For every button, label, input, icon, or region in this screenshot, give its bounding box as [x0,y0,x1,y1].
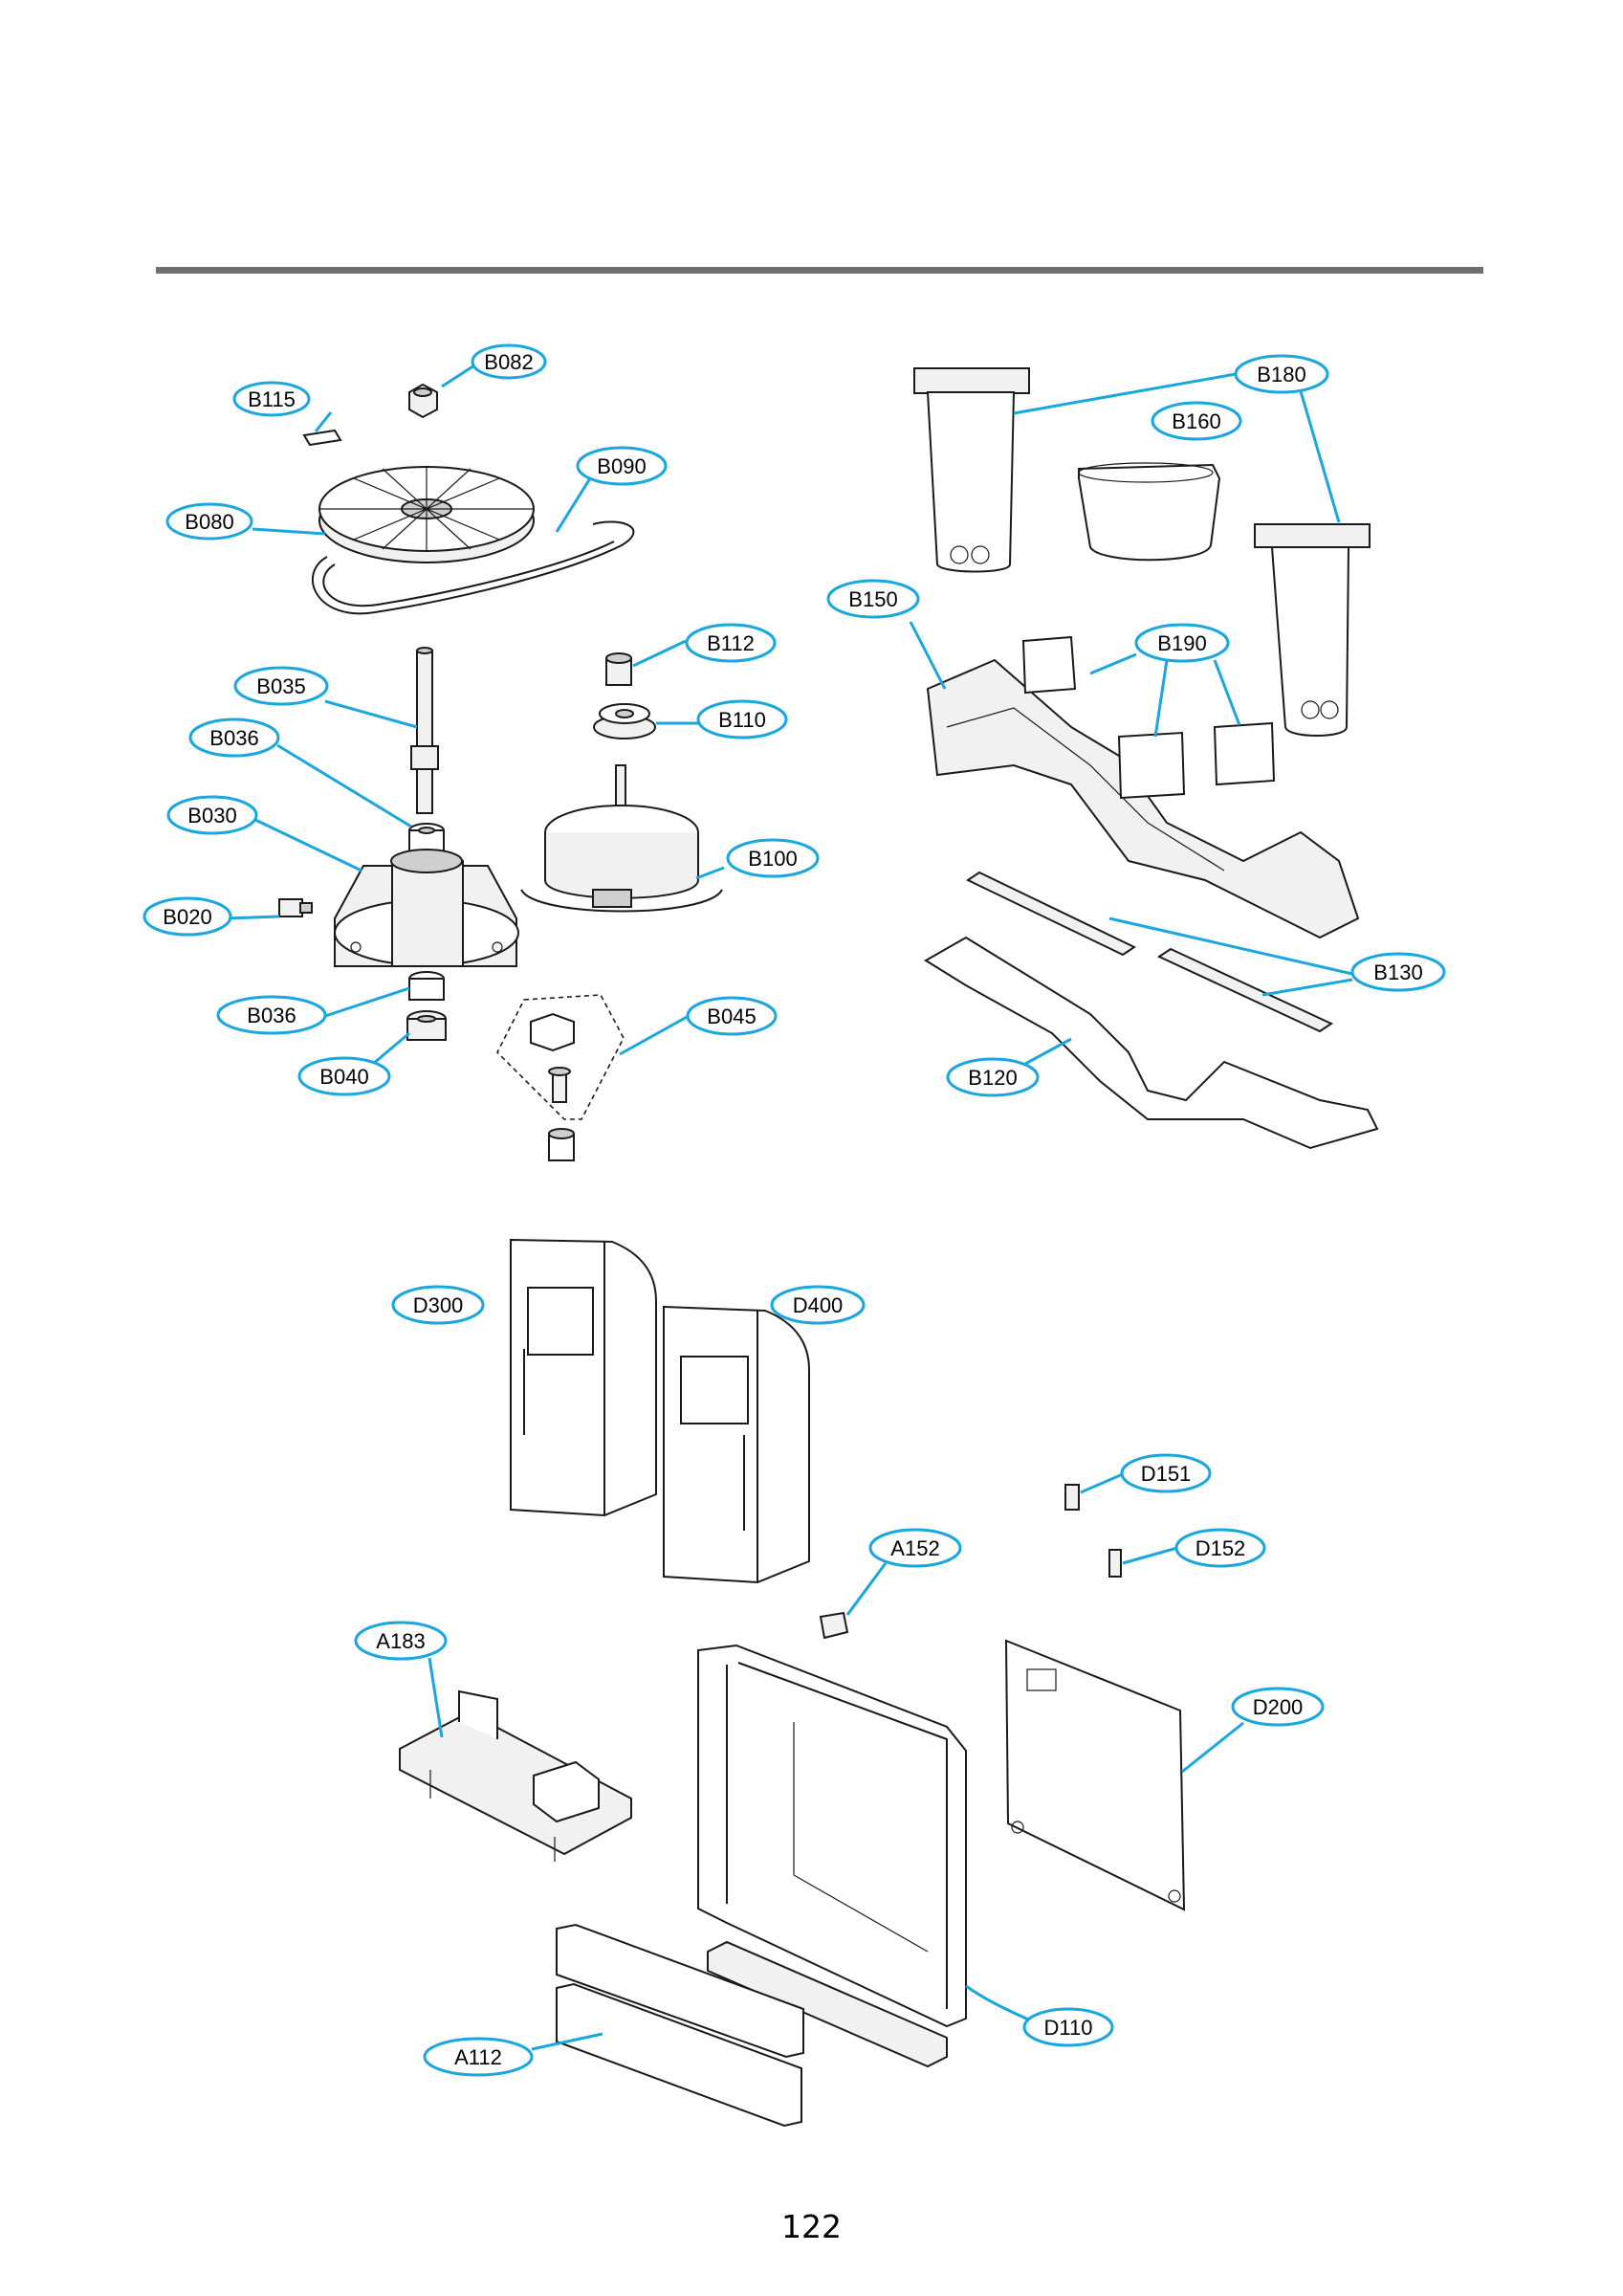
callout-a152: A152 [868,1528,962,1568]
svg-text:B120: B120 [968,1066,1017,1090]
svg-text:B040: B040 [319,1065,368,1089]
callout-b150: B150 [826,579,920,619]
svg-text:B100: B100 [748,847,797,871]
part-art-clip-d152 [1108,1549,1122,1578]
svg-text:B090: B090 [597,454,646,478]
callout-b020: B020 [143,896,232,937]
callout-b045: B045 [686,996,778,1036]
callout-b090: B090 [576,446,668,486]
svg-text:B160: B160 [1172,409,1220,433]
svg-text:A152: A152 [890,1536,939,1560]
callout-d110: D110 [1022,2007,1114,2047]
svg-text:D152: D152 [1195,1536,1246,1560]
part-art-nut-b082 [408,383,438,419]
part-art-clip-b190 [1021,635,1276,800]
callout-b180: B180 [1234,354,1329,394]
svg-text:B082: B082 [484,350,533,374]
part-art-frame-b150 [926,658,1360,939]
svg-text:B180: B180 [1257,363,1305,386]
svg-text:B110: B110 [718,708,766,732]
part-art-coupling-b112 [605,652,632,686]
callout-d200: D200 [1231,1687,1325,1727]
svg-text:D110: D110 [1044,2016,1093,2040]
callout-b120: B120 [946,1057,1040,1097]
part-art-kit-b045 [496,994,625,1161]
callout-d300: D300 [391,1285,485,1325]
callout-d152: D152 [1174,1528,1266,1568]
part-art-bracket-a183 [399,1689,632,1862]
svg-text:D300: D300 [413,1293,464,1317]
part-art-rails-b130 [965,871,1334,1033]
part-art-sensor-b020 [278,898,313,917]
part-art-bushing-b036-bottom [408,971,445,1001]
callout-b040: B040 [297,1056,391,1096]
callout-a112: A112 [423,2037,534,2077]
callout-b130: B130 [1350,952,1446,992]
callout-b112: B112 [685,623,777,663]
callout-b190: B190 [1134,623,1230,663]
svg-text:B150: B150 [848,587,897,611]
part-art-key-b115 [302,429,342,447]
part-art-clip-d151 [1064,1484,1080,1511]
svg-text:B035: B035 [256,674,305,698]
callout-b035: B035 [233,666,329,706]
part-art-strips-a112 [556,1923,804,2128]
part-art-shaft-b035 [410,647,439,814]
callout-b160: B160 [1151,401,1242,441]
svg-text:B130: B130 [1373,960,1422,984]
callout-b082: B082 [471,343,547,380]
header-rule [156,267,1483,274]
callout-b080: B080 [165,502,253,541]
callout-d400: D400 [770,1285,866,1325]
svg-text:B080: B080 [185,510,233,534]
part-art-damper-b180-right [1254,523,1371,737]
part-art-cap-a152 [819,1611,849,1640]
part-art-damper-b180-left [913,367,1030,573]
callout-a183: A183 [354,1621,448,1661]
part-art-bearing-b040 [406,1010,447,1041]
part-art-pulley-b110 [593,703,656,740]
svg-text:A112: A112 [454,2045,502,2069]
callout-b100: B100 [726,838,820,878]
part-art-cup-b160 [1078,462,1221,562]
svg-text:D400: D400 [793,1293,844,1317]
part-art-pulley-b080 [318,466,535,563]
callout-leaders [224,364,1353,2051]
svg-text:B045: B045 [707,1004,756,1028]
page-number: 122 [781,2208,842,2245]
callout-b110: B110 [696,699,788,740]
callout-b030: B030 [166,795,258,835]
svg-text:B036: B036 [247,1004,296,1027]
svg-text:B036: B036 [209,726,258,750]
part-art-plate-d200 [1004,1639,1186,1911]
part-art-housing-d110 [697,1644,967,2068]
svg-text:B030: B030 [187,804,236,828]
part-art-base-b120 [924,936,1379,1150]
svg-text:D200: D200 [1253,1695,1304,1719]
svg-text:B115: B115 [248,387,296,411]
svg-text:B190: B190 [1157,631,1206,655]
part-art-motor-b100 [520,764,723,913]
svg-text:B112: B112 [707,631,755,655]
callout-b036-top: B036 [188,718,280,758]
callout-b115: B115 [232,381,311,417]
svg-text:B020: B020 [163,905,211,929]
part-art-belt-b090 [311,520,635,615]
svg-text:A183: A183 [376,1629,425,1653]
part-art-housing-b030 [334,849,519,967]
part-art-panel-d300 [510,1238,657,1517]
callout-d151: D151 [1120,1453,1212,1493]
svg-text:D151: D151 [1141,1462,1192,1486]
callout-b036-bottom: B036 [216,995,327,1035]
part-art-panel-d400 [663,1305,810,1584]
